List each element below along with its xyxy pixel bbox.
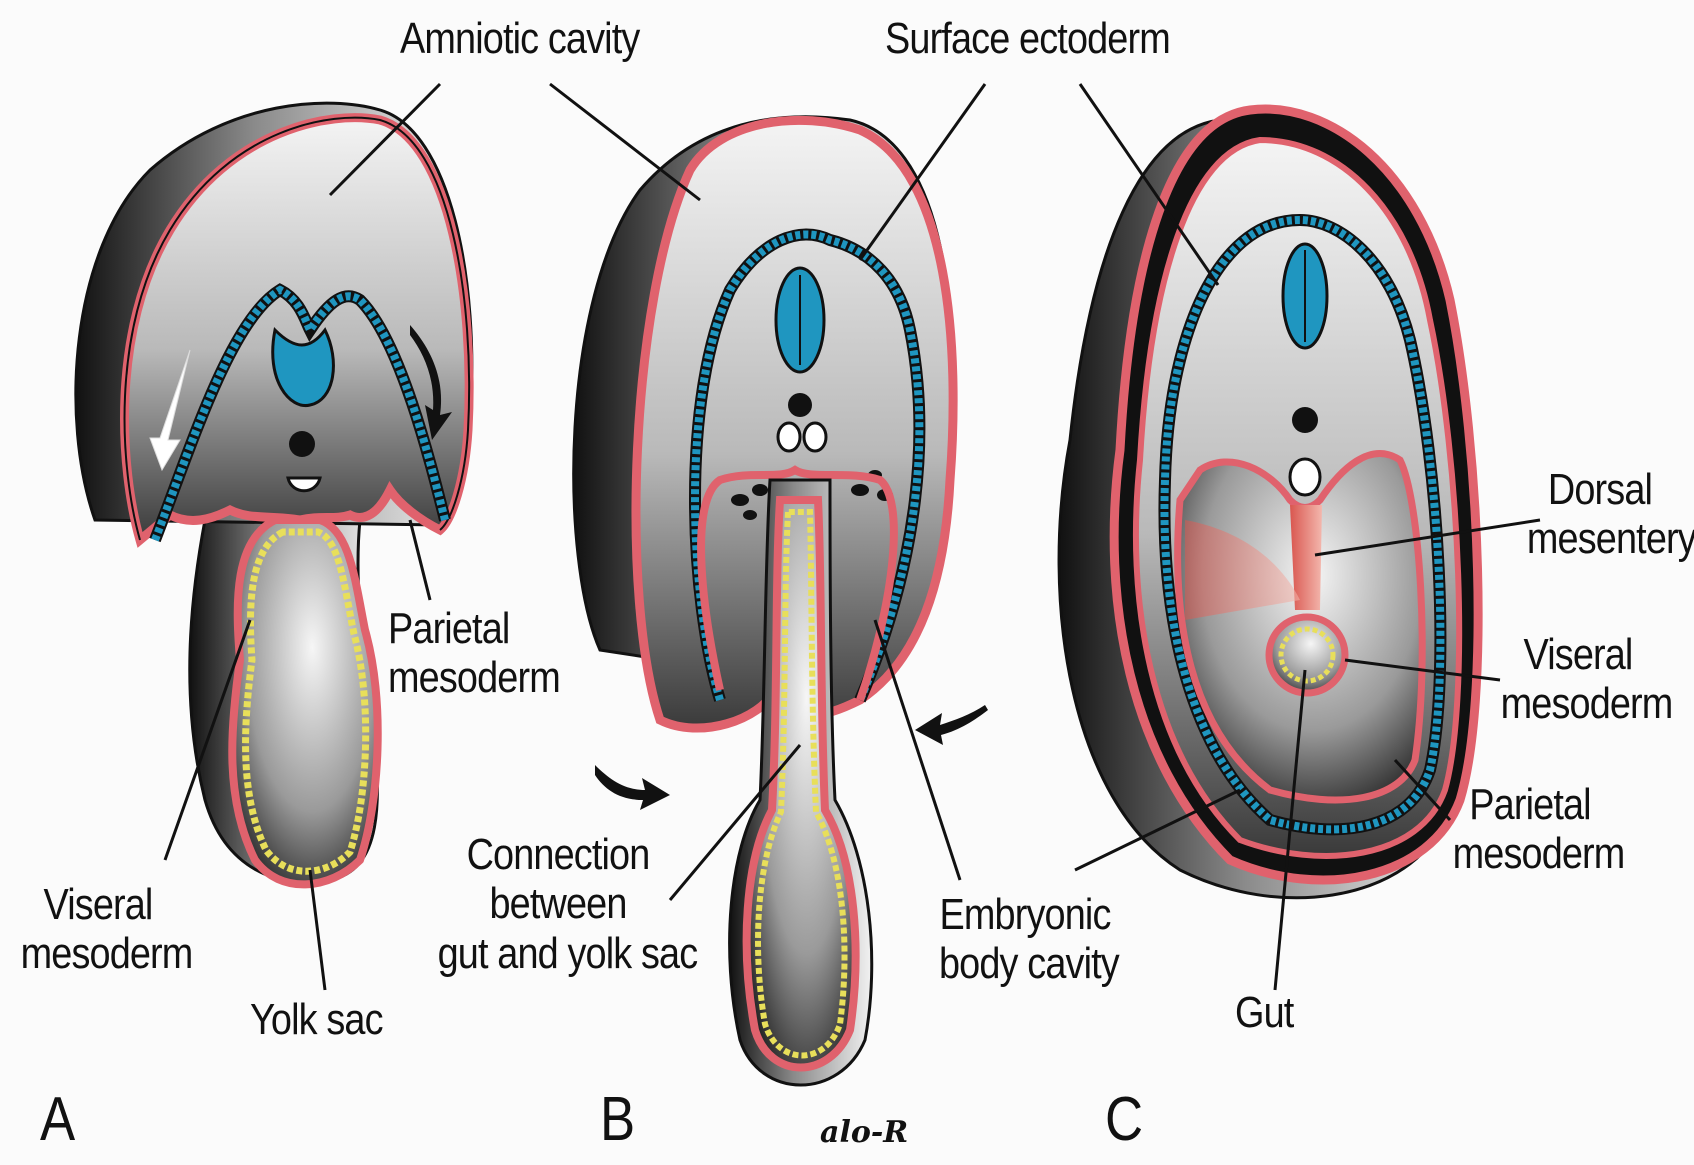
label-yolk-sac: Yolk sac — [250, 995, 383, 1044]
label-dorsal-mesentery: Dorsal mesentery — [1527, 465, 1673, 564]
label-connection-gut-yolk-sac: Connection between gut and yolk sac — [438, 830, 679, 978]
panel-label-a: A — [40, 1085, 74, 1154]
panel-label-c: C — [1105, 1085, 1142, 1154]
panel-c-embryo — [1059, 109, 1478, 898]
label-viseral-mesoderm-c: Viseral mesoderm — [1501, 630, 1656, 729]
label-parietal-mesoderm-c: Parietal mesoderm — [1453, 780, 1608, 879]
label-surface-ectoderm: Surface ectoderm — [885, 14, 1170, 63]
panel-label-b: B — [600, 1085, 634, 1154]
label-gut: Gut — [1235, 988, 1293, 1037]
label-amniotic-cavity: Amniotic cavity — [400, 14, 639, 63]
artist-signature: alo-R — [820, 1115, 908, 1150]
label-embryonic-body-cavity: Embryonic body cavity — [939, 890, 1111, 989]
label-parietal-mesoderm-a: Parietal mesoderm — [388, 604, 560, 703]
panel-a-embryo — [76, 103, 472, 884]
label-viseral-mesoderm-a: Viseral mesoderm — [21, 880, 176, 979]
